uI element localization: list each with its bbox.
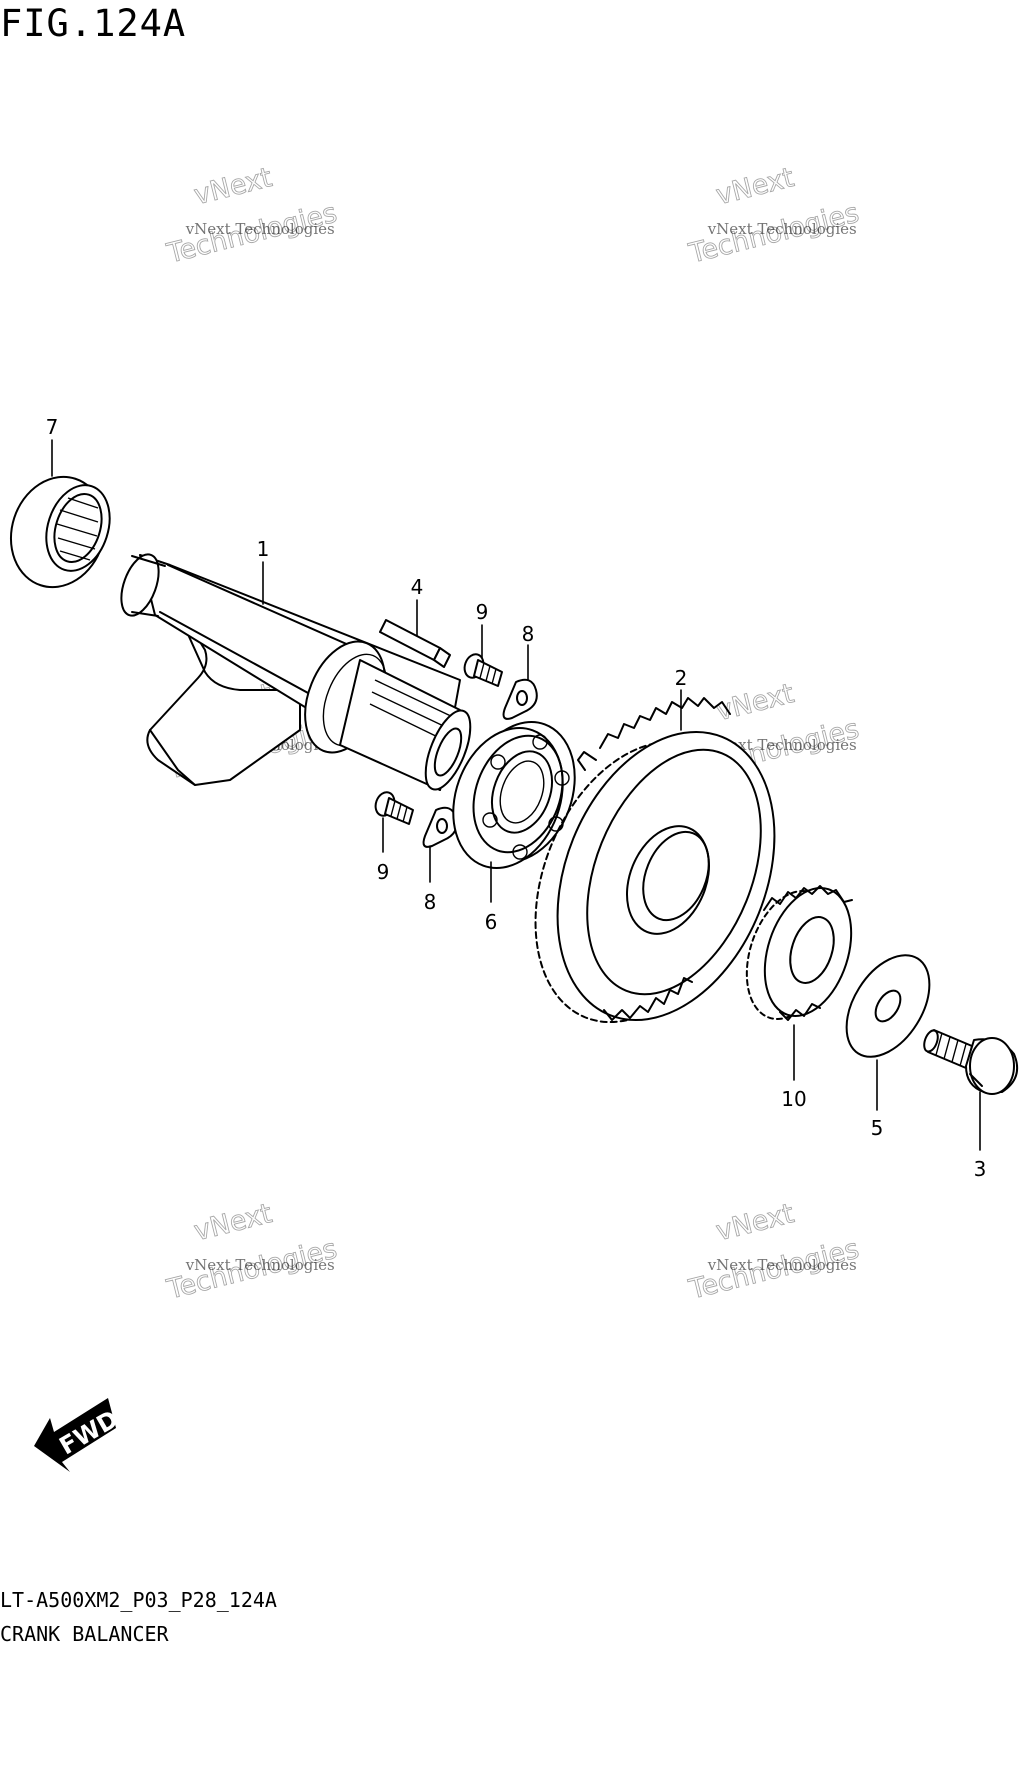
svg-text:vNext Technologies: vNext Technologies — [707, 220, 857, 238]
svg-text:Technologies: Technologies — [163, 198, 340, 270]
part-10-small-gear — [745, 885, 853, 1021]
callout-9-upper: 9 — [476, 600, 489, 624]
figure-title: FIG.124A — [0, 2, 187, 45]
part-5-washer — [845, 954, 931, 1058]
callout-4: 4 — [411, 575, 424, 599]
part-2-driven-gear — [534, 697, 776, 1024]
part-9-bolt-upper — [463, 653, 503, 687]
svg-text:vNext: vNext — [713, 162, 797, 211]
svg-text:Technologies: Technologies — [685, 1234, 862, 1306]
watermark-top-right: vNext vNext Technologies Technologies — [685, 162, 863, 270]
svg-text:vNext Technologies: vNext Technologies — [185, 1256, 335, 1274]
watermark-top-left: vNext vNext Technologies Technologies — [163, 162, 341, 270]
svg-text:Technologies: Technologies — [163, 1234, 340, 1306]
callout-3: 3 — [974, 1157, 987, 1181]
part-1-balancer-shaft — [120, 553, 472, 791]
part-8-washer-upper — [502, 678, 538, 720]
svg-text:vNext Technologies: vNext Technologies — [707, 736, 857, 754]
watermark-bottom-left: vNext vNext Technologies Technologies — [163, 1198, 341, 1306]
svg-text:vNext: vNext — [713, 1198, 797, 1247]
callout-5: 5 — [871, 1116, 884, 1140]
watermark-bottom-right: vNext vNext Technologies Technologies — [685, 1198, 863, 1306]
callout-1: 1 — [257, 537, 270, 561]
svg-text:vNext: vNext — [191, 1198, 275, 1247]
caption-name: CRANK BALANCER — [0, 1622, 169, 1646]
caption-code: LT-A500XM2_P03_P28_124A — [0, 1588, 277, 1612]
svg-text:vNext: vNext — [191, 162, 275, 211]
svg-text:vNext: vNext — [713, 678, 797, 727]
part-3-flange-bolt — [923, 1029, 1018, 1095]
svg-text:vNext Technologies: vNext Technologies — [185, 220, 335, 238]
callout-8-lower: 8 — [424, 890, 437, 914]
fwd-arrow-icon: FWD — [34, 1398, 123, 1472]
svg-text:Technologies: Technologies — [685, 198, 862, 270]
callout-7: 7 — [46, 415, 59, 439]
callout-2: 2 — [675, 666, 688, 690]
leader-lines — [51, 439, 981, 1151]
part-9-bolt-lower — [374, 791, 414, 825]
callout-9-lower: 9 — [377, 860, 390, 884]
part-7-needle-bearing — [9, 475, 111, 589]
part-8-washer-lower — [422, 806, 458, 848]
svg-text:vNext Technologies: vNext Technologies — [707, 1256, 857, 1274]
callout-6: 6 — [485, 910, 498, 934]
part-6-ball-bearing — [452, 721, 576, 869]
part-4-key — [379, 619, 451, 668]
callout-10: 10 — [781, 1087, 806, 1111]
callout-8-upper: 8 — [522, 622, 535, 646]
